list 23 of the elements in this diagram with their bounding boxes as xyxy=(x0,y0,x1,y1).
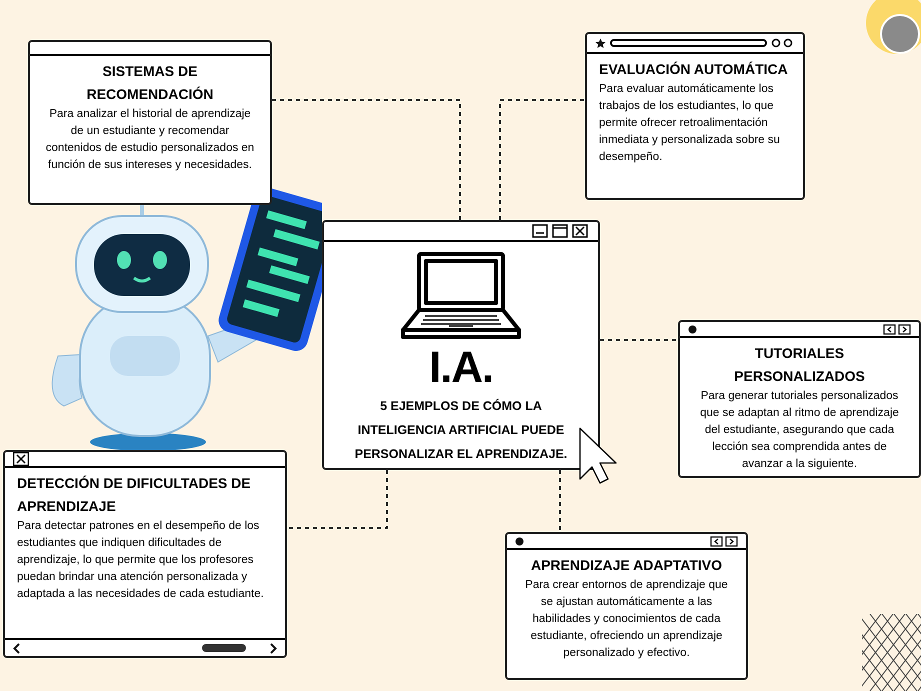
card-description: Para crear entornos de aprendizaje que se ajustan automáticamente a las habilidades y conocimientos de cada estudiante, ofreciendo un aprendizaje personalizado y efectivo. xyxy=(524,578,729,661)
dashed-connector xyxy=(559,470,561,532)
dashed-connector xyxy=(600,339,678,341)
card-heading: TUTORIALES PERSONALIZADOS xyxy=(733,344,866,386)
dashed-connector xyxy=(287,470,388,529)
window-panel xyxy=(28,40,272,205)
card-heading: APRENDIZAJE ADAPTATIVO xyxy=(530,556,722,575)
card-heading: EVALUACIÓN AUTOMÁTICA xyxy=(599,60,788,79)
card-description: Para analizar el historial de aprendizaje de un estudiante y recomendar contenidos de estudio personalizados en función de sus intereses y necesidades. xyxy=(44,107,256,173)
card-description: Para evaluar automáticamente los trabajos de los estudiantes, lo que permite ofrecer retroalimentación inmediata y personalizada sobre su desempeño. xyxy=(599,82,781,165)
main-title: I.A. xyxy=(428,346,494,390)
window-panel xyxy=(678,320,921,478)
dashed-connector xyxy=(499,99,585,220)
main-window-panel xyxy=(322,220,600,470)
card-heading: SISTEMAS DE RECOMENDACIÓN xyxy=(86,62,214,104)
card-description: Para detectar patrones en el desempeño de los estudiantes que indiquen dificultades de aprendizaje, lo que permite que los profesores puedan brindar una atención personalizada y adaptada a las necesidades de cada estudiante. xyxy=(17,519,265,602)
dashed-connector xyxy=(272,99,461,220)
card-heading: DETECCIÓN DE DIFICULTADES DE APRENDIZAJE xyxy=(17,474,252,516)
window-panel xyxy=(585,32,805,200)
card-description: Para generar tutoriales personalizados que se adaptan al ritmo de aprendizaje del estudiante, asegurando que cada lección sea comprendida antes de avanzar a la siguiente. xyxy=(699,389,900,472)
window-panel xyxy=(3,450,287,658)
subtitle: 5 EJEMPLOS DE CÓMO LA INTELIGENCIA ARTIFICIAL PUEDE PERSONALIZAR EL APRENDIZAJE. xyxy=(354,398,568,463)
window-panel xyxy=(505,532,748,680)
